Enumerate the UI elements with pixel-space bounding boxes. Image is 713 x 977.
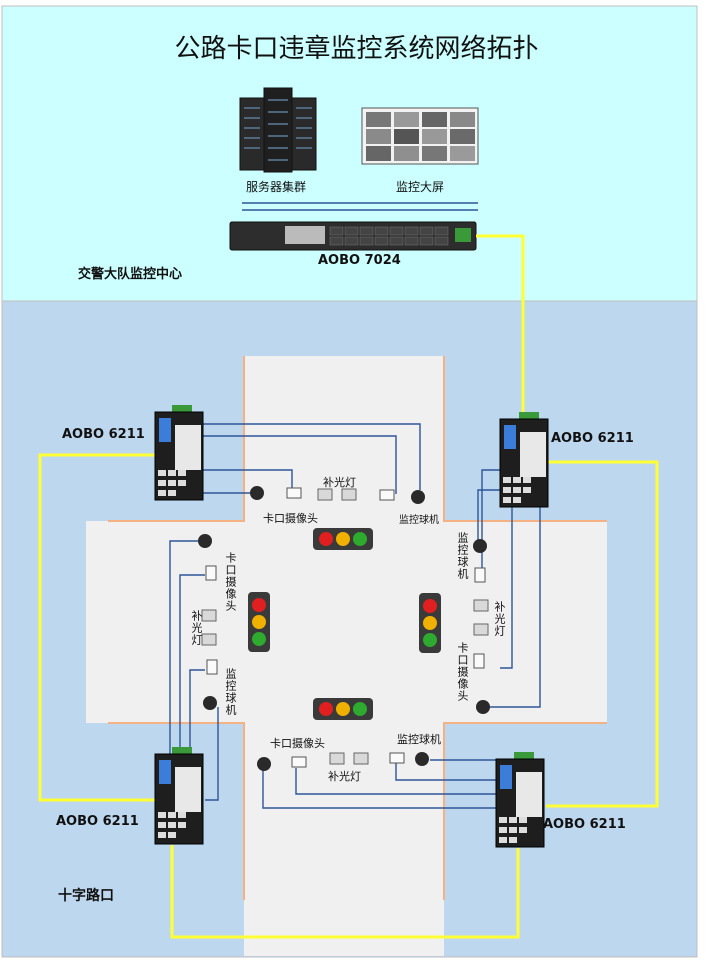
video-wall-label: 监控大屏 bbox=[396, 180, 445, 194]
east-fill-light-label: 补光灯 bbox=[493, 601, 506, 637]
fiber-links bbox=[38, 234, 659, 939]
intersection-label: 十字路口 bbox=[58, 888, 114, 904]
east-dome-camera-label: 监控球机 bbox=[456, 532, 469, 580]
switch-bottom-left bbox=[154, 747, 204, 845]
east-checkpoint-camera-label: 卡口摄像头 bbox=[456, 642, 469, 702]
traffic-light-north bbox=[313, 528, 373, 550]
server-cluster-label: 服务器集群 bbox=[246, 180, 307, 194]
west-dome-camera-label: 监控球机 bbox=[224, 668, 237, 716]
checkpoint-cameras bbox=[205, 487, 486, 768]
switch-top-left-label: AOBO 6211 bbox=[62, 427, 145, 442]
diagram-title: 公路卡口违章监控系统网络拓扑 bbox=[174, 34, 539, 64]
switch-top-left bbox=[154, 405, 204, 501]
fill-lights bbox=[201, 488, 489, 765]
traffic-light-south bbox=[313, 698, 373, 720]
south-checkpoint-camera-label: 卡口摄像头 bbox=[270, 737, 325, 750]
switch-top-right bbox=[499, 412, 549, 508]
core-switch-aobo-7024 bbox=[229, 221, 477, 251]
server-cluster-icon bbox=[239, 87, 317, 173]
switch-bottom-right bbox=[495, 752, 545, 848]
switch-top-right-label: AOBO 6211 bbox=[551, 431, 634, 446]
switch-bottom-right-label: AOBO 6211 bbox=[543, 817, 626, 832]
west-fill-light-label: 补光灯 bbox=[190, 610, 203, 646]
north-dome-camera-label: 监控球机 bbox=[399, 515, 439, 526]
traffic-light-west bbox=[248, 592, 270, 652]
dome-cameras bbox=[198, 486, 490, 771]
south-dome-camera-label: 监控球机 bbox=[397, 733, 441, 746]
camera-cables bbox=[169, 423, 541, 809]
north-checkpoint-camera-label: 卡口摄像头 bbox=[263, 512, 318, 525]
core-switch-label: AOBO 7024 bbox=[318, 253, 401, 268]
monitoring-center-zone bbox=[1, 5, 698, 302]
south-fill-light-label: 补光灯 bbox=[328, 770, 361, 783]
switch-bottom-left-label: AOBO 6211 bbox=[56, 814, 139, 829]
monitoring-center-label: 交警大队监控中心 bbox=[78, 267, 183, 282]
traffic-light-east bbox=[419, 593, 441, 653]
road-cross bbox=[86, 356, 607, 956]
west-checkpoint-camera-label: 卡口摄像头 bbox=[224, 552, 237, 612]
video-wall-icon bbox=[361, 107, 479, 165]
north-fill-light-label: 补光灯 bbox=[323, 476, 356, 489]
